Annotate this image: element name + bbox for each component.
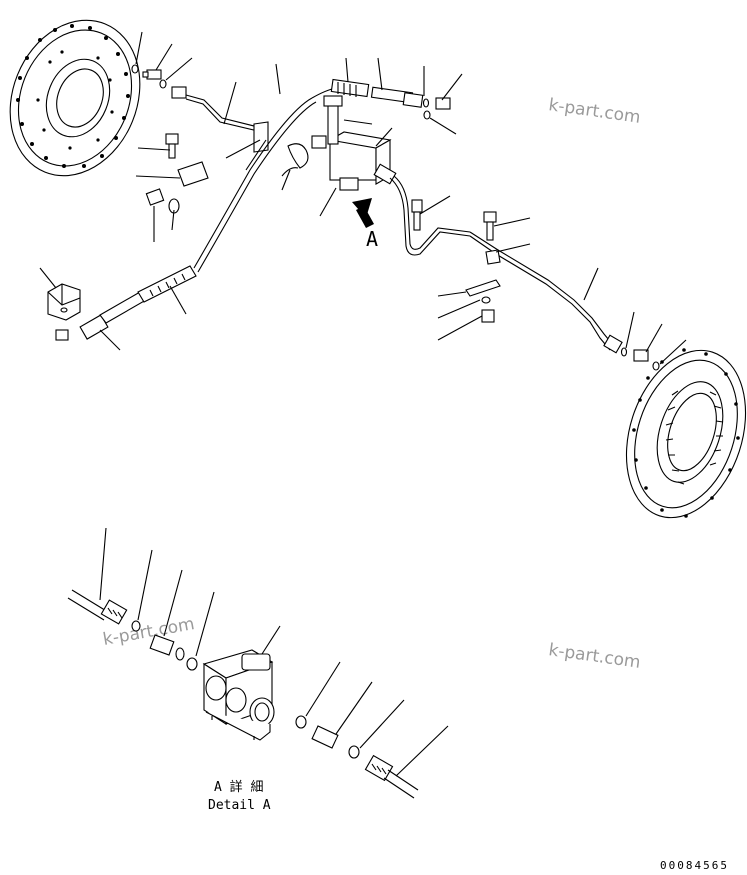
detail-callout-label: A: [366, 227, 378, 251]
left-block-and-hose: [47, 87, 337, 341]
drawing-number: 00084565: [660, 859, 729, 872]
right-brake-disc: [625, 348, 747, 519]
detail-caption-english: Detail A: [208, 798, 271, 813]
watermark-bottom-right: k-part.com: [547, 640, 641, 673]
right-pipe-group: [411, 199, 660, 371]
detail-a-leader-lines: [99, 527, 449, 777]
left-brake-disc: [9, 19, 141, 177]
valve-assembly-top: [281, 78, 471, 256]
detail-caption-japanese: A 詳 細: [214, 779, 263, 795]
left-fitting-group: [131, 64, 269, 214]
top-leader-lines: [39, 31, 687, 365]
detail-a-drawing: [67, 589, 419, 799]
watermark-top-right: k-part.com: [547, 95, 641, 128]
